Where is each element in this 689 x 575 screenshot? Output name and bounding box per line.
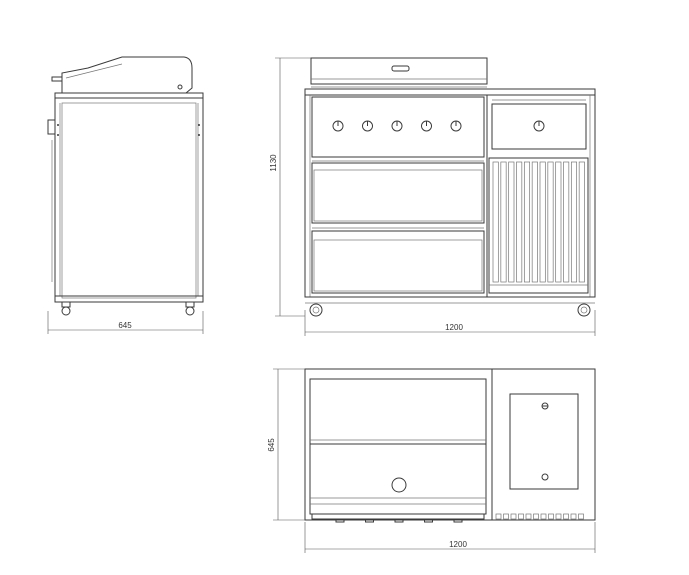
door-slat — [547, 161, 554, 283]
side-lid-knob — [177, 84, 183, 90]
door-slat — [523, 161, 531, 283]
front-width-dimension: 1200 — [304, 310, 596, 336]
front-view: 1130 1200 — [269, 57, 596, 336]
door-slat — [578, 161, 585, 283]
lower-drawer — [311, 230, 485, 294]
front-height-dimension: 1130 — [269, 57, 311, 317]
top-slat — [533, 513, 539, 520]
top-depth-label: 645 — [267, 438, 276, 452]
top-slat — [495, 513, 502, 520]
side-dimension: 645 — [47, 311, 204, 334]
top-slat — [540, 513, 547, 520]
top-slat — [555, 513, 562, 520]
door-slat — [516, 161, 523, 283]
top-knob — [335, 518, 345, 523]
door-slat — [570, 161, 578, 283]
top-slat — [570, 513, 577, 520]
side-screw — [198, 134, 200, 136]
side-door-handle — [47, 119, 56, 135]
side-lid-line — [65, 63, 123, 79]
side-width-label: 645 — [118, 321, 132, 330]
side-view: 645 — [47, 56, 204, 334]
door-slat — [539, 161, 546, 283]
side-counter — [54, 92, 204, 99]
side-lid — [61, 56, 193, 94]
burner-knob — [391, 120, 403, 132]
front-height-label: 1130 — [269, 154, 278, 172]
side-base — [54, 295, 204, 303]
side-caster-right — [185, 301, 195, 316]
control-panel — [311, 96, 485, 158]
door-slat — [508, 161, 515, 283]
top-knobs — [335, 518, 463, 523]
front-thermometer — [391, 65, 410, 72]
side-screw — [198, 124, 200, 126]
door-slat — [555, 161, 562, 283]
door-slat — [531, 161, 538, 283]
door-slat — [500, 161, 507, 283]
side-caster-left — [61, 301, 71, 316]
top-knob — [424, 518, 433, 523]
side-handle — [51, 76, 63, 82]
top-slat — [578, 513, 584, 520]
top-slat — [518, 513, 524, 520]
front-caster-left — [309, 303, 323, 317]
burner-knobs — [332, 120, 462, 132]
burner-knob — [332, 120, 344, 132]
front-caster-right — [577, 303, 591, 317]
slatted-door — [488, 157, 589, 294]
door-slat — [492, 161, 499, 283]
door-slats — [492, 161, 585, 283]
front-cabinet — [304, 94, 596, 298]
burner-knob — [450, 120, 462, 132]
top-slat — [510, 513, 517, 520]
side-panel — [61, 102, 197, 299]
top-knob — [394, 518, 404, 523]
front-lid — [310, 57, 488, 85]
top-slats — [495, 513, 584, 520]
upper-drawer — [311, 162, 485, 224]
top-slat — [525, 513, 532, 520]
top-thermometer — [391, 477, 407, 493]
burner-knob — [421, 120, 432, 132]
front-counter — [304, 88, 596, 96]
burner-knob — [362, 120, 373, 132]
front-width-label: 1200 — [445, 323, 463, 332]
side-cabinet — [54, 97, 204, 303]
side-screw — [57, 134, 59, 136]
top-slat — [563, 513, 569, 520]
top-view: 645 1200 — [267, 368, 596, 553]
side-burner-lid-hole — [541, 473, 549, 481]
top-knob-strip — [311, 513, 485, 520]
top-depth-dimension: 645 — [267, 368, 305, 521]
top-width-dimension: 1200 — [304, 522, 596, 553]
top-knob — [453, 518, 463, 523]
top-outline — [304, 368, 596, 521]
upper-drawer-face — [313, 169, 483, 222]
side-screw — [57, 124, 59, 126]
side-burner-panel — [491, 103, 587, 150]
top-slat — [503, 513, 509, 520]
top-grill — [309, 378, 487, 515]
top-slat — [548, 513, 554, 520]
top-knob — [365, 518, 374, 523]
top-width-label: 1200 — [449, 540, 467, 549]
side-burner-lid — [509, 393, 579, 490]
door-slat — [563, 161, 570, 283]
lower-drawer-face — [313, 239, 483, 292]
